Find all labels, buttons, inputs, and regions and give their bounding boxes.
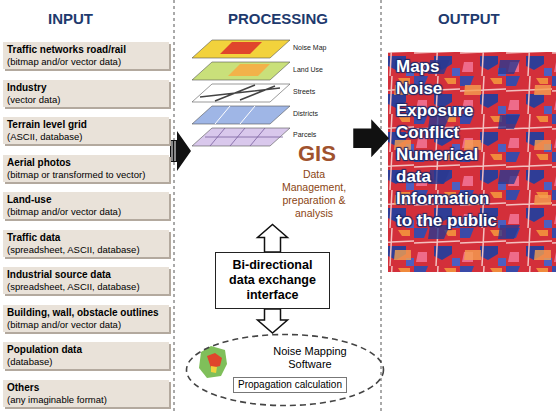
input-detail: (bitmap and/or vector data) [7, 206, 165, 217]
layer-label: Parcels [292, 131, 317, 138]
input-box: Others(any imaginable format) [3, 380, 169, 407]
output-item: Noise [396, 78, 504, 100]
output-item: Numerical data [396, 144, 504, 188]
gis-title: GIS [298, 142, 336, 166]
input-arrow [170, 131, 191, 171]
output-item: Information to the public [396, 188, 504, 232]
software-map-icon [199, 346, 227, 378]
input-box: Land-use(bitmap and/or vector data) [3, 192, 169, 219]
input-heading: Industrial source data [7, 269, 165, 281]
input-detail: (bitmap and/or vector data) [7, 56, 165, 67]
input-heading: Aerial photos [7, 157, 165, 169]
input-box: Population data(database) [3, 342, 169, 369]
input-detail: (ASCII, database) [7, 131, 165, 142]
layer-label: Streets [292, 88, 316, 95]
input-detail: (any imaginable format) [7, 394, 165, 405]
input-box: Traffic data(spreadsheet, ASCII, databas… [3, 230, 169, 257]
input-box: Terrain level grid(ASCII, database) [3, 117, 169, 144]
input-detail: (vector data) [7, 94, 165, 105]
block-arrow [258, 225, 288, 253]
input-heading: Terrain level grid [7, 119, 165, 131]
noise-map-image [388, 52, 556, 272]
output-item: Exposure [396, 100, 504, 122]
input-heading: Land-use [7, 194, 165, 206]
layer-label: Districts [292, 110, 319, 117]
output-item: Maps [396, 56, 504, 78]
process-text: Propagation calculation [238, 379, 342, 391]
gis-block: GISData Management, preparation & analys… [190, 32, 354, 225]
noise-map-image [388, 52, 556, 272]
interface-box: Bi-directional data exchange interface [215, 252, 330, 309]
block-arrow [258, 309, 288, 333]
input-box: Industry(vector data) [3, 80, 169, 107]
output-map: MapsNoiseExposureConflictNumerical dataI… [388, 52, 556, 272]
column-heading: INPUT [48, 10, 93, 27]
gis-description: Data Management, preparation & analysis [278, 168, 350, 221]
input-box: Traffic networks road/rail(bitmap and/or… [3, 42, 169, 69]
layer-label: Land Use [292, 66, 324, 73]
column-heading: PROCESSING [228, 10, 328, 27]
input-heading: Traffic networks road/rail [7, 44, 165, 56]
input-detail: (spreadsheet, ASCII, database) [7, 281, 165, 292]
input-heading: Others [7, 382, 165, 394]
column-separator [174, 0, 175, 411]
input-box: Building, wall, obstacle outlines(bitmap… [3, 305, 169, 332]
input-detail: (bitmap and/or vector data) [7, 319, 165, 330]
input-heading: Population data [7, 344, 165, 356]
column-separator [381, 0, 382, 411]
input-detail: (bitmap or transformed to vector) [7, 169, 165, 180]
input-box: Aerial photos(bitmap or transformed to v… [3, 155, 169, 182]
ellipse-outline [187, 335, 384, 406]
software-ellipse: Noise Mapping SoftwarePropagation calcul… [185, 333, 385, 407]
column-heading: OUTPUT [438, 10, 500, 27]
input-heading: Traffic data [7, 232, 165, 244]
interface-text: Bi-directional data exchange interface [220, 258, 325, 303]
block-arrow [354, 121, 388, 155]
input-detail: (database) [7, 356, 165, 367]
software-name: Noise Mapping Software [265, 345, 355, 371]
output-item: Conflict [396, 122, 504, 144]
gis-layers [192, 40, 290, 146]
process-box: Propagation calculation [233, 377, 347, 393]
input-box: Industrial source data(spreadsheet, ASCI… [3, 267, 169, 294]
input-heading: Industry [7, 82, 165, 94]
input-heading: Building, wall, obstacle outlines [7, 307, 165, 319]
input-detail: (spreadsheet, ASCII, database) [7, 244, 165, 255]
layer-label: Noise Map [292, 44, 327, 51]
ellipse-outline [185, 333, 385, 407]
